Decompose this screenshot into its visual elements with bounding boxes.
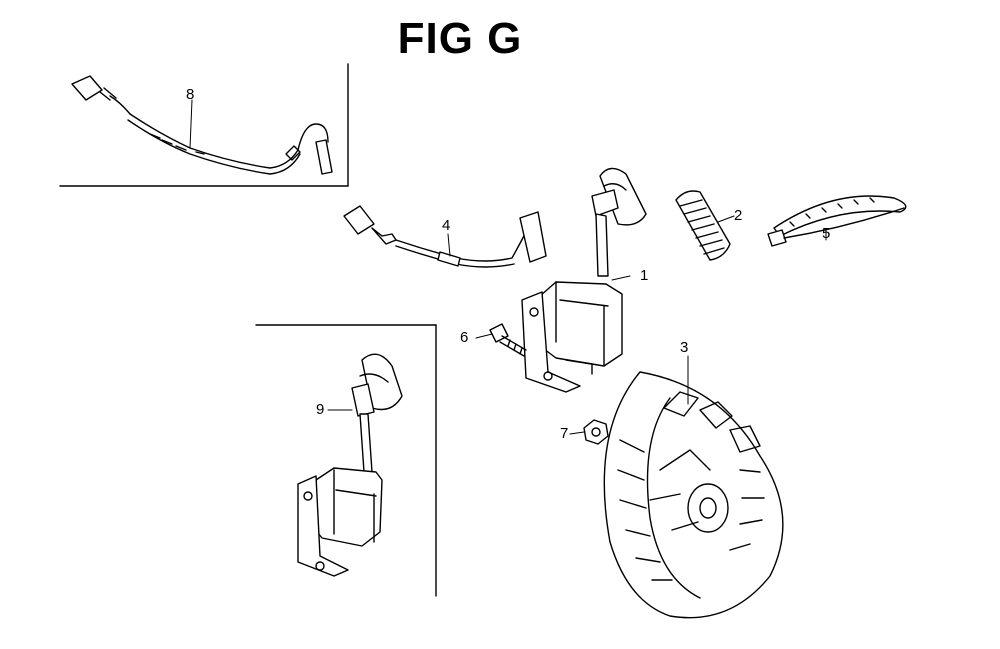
callout-5: 5 bbox=[822, 225, 831, 242]
bolt-6 bbox=[490, 324, 526, 356]
inset-frame-top bbox=[60, 64, 348, 186]
inset-frame-bottom bbox=[256, 325, 436, 596]
wire-harness-8 bbox=[72, 76, 332, 174]
ignition-coil-1 bbox=[522, 168, 646, 392]
callout-4: 4 bbox=[442, 217, 451, 234]
ignition-coil-9 bbox=[298, 354, 402, 576]
figure-title: FIG G bbox=[397, 14, 523, 63]
nut-7 bbox=[584, 420, 608, 444]
callout-1: 1 bbox=[640, 267, 649, 284]
callout-9: 9 bbox=[316, 401, 325, 418]
cable-tie-5 bbox=[768, 196, 906, 246]
callout-6: 6 bbox=[460, 329, 469, 346]
callout-8: 8 bbox=[186, 86, 195, 103]
leader-lines bbox=[190, 100, 826, 434]
wire-lead-4 bbox=[344, 206, 546, 267]
callout-3: 3 bbox=[680, 339, 689, 356]
flywheel-3 bbox=[604, 372, 783, 618]
callout-7: 7 bbox=[560, 425, 569, 442]
spark-plug-boot-2 bbox=[676, 191, 730, 260]
callout-2: 2 bbox=[734, 207, 743, 224]
